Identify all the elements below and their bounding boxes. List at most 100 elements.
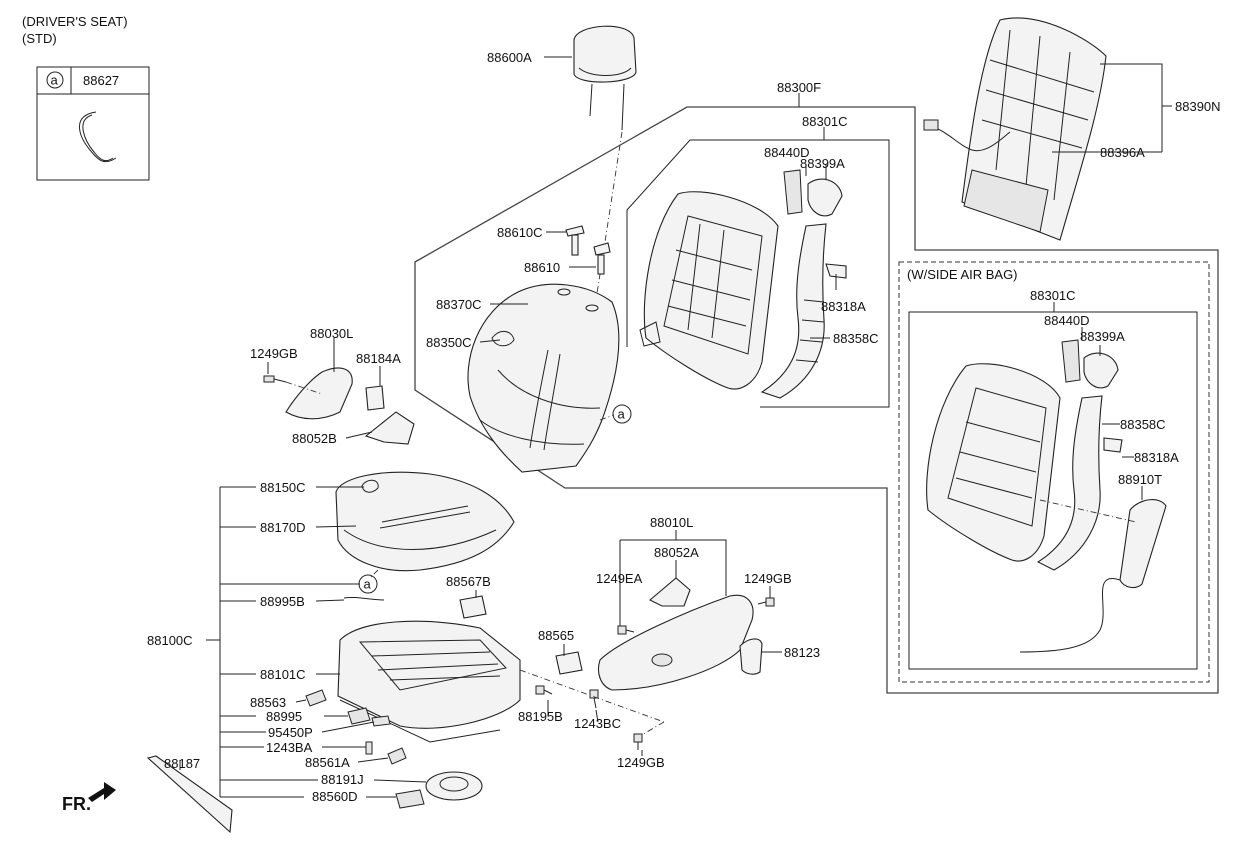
duct-88358c-std <box>760 223 827 399</box>
seat-back-frame-airbag <box>926 363 1061 562</box>
seat-back-cushion <box>467 283 620 473</box>
part-label: 88350C <box>426 335 472 350</box>
part-label: 88195B <box>518 709 563 724</box>
part-label: 88565 <box>538 628 574 643</box>
part-label: 88184A <box>356 351 401 366</box>
part-label: 1249GB <box>250 346 298 361</box>
part-label: 88563 <box>250 695 286 710</box>
callout-circle-a-back <box>612 404 632 424</box>
bracket-88318a-airbag <box>1103 437 1123 453</box>
callout-letter-cushion: a <box>364 577 372 592</box>
legend-part-number: 88627 <box>83 73 119 88</box>
connector-88560d <box>395 789 425 809</box>
part-label: 88318A <box>821 299 866 314</box>
part-label: 88390N <box>1175 99 1221 114</box>
bolt-1243bc <box>589 689 599 709</box>
seat-cushion-frame <box>337 620 521 743</box>
part-label: 1243BC <box>574 716 621 731</box>
part-label: 88300F <box>777 80 821 95</box>
trim-strip-88187 <box>146 755 233 834</box>
harness-88396a <box>923 119 1011 152</box>
actuator-88191j <box>425 771 483 801</box>
part-label: 88030L <box>310 326 353 341</box>
part-label: 88567B <box>446 574 491 589</box>
part-label: 88301C <box>1030 288 1076 303</box>
part-label: 88995B <box>260 594 305 609</box>
bracket-88052b <box>364 411 415 445</box>
label-tree-88100c <box>206 486 360 798</box>
airbag-frame-box <box>908 311 1198 670</box>
lumbar-bracket-88440d <box>783 169 803 215</box>
bolt-88195b <box>535 685 553 695</box>
header-std: (STD) <box>22 31 57 46</box>
duct-88358c-airbag <box>1036 395 1103 571</box>
seat-frame-box <box>626 139 890 408</box>
headrest-guide-88610 <box>593 242 611 275</box>
part-label: 88301C <box>802 114 848 129</box>
cover-88123 <box>739 638 763 675</box>
bracket-88565 <box>555 651 583 675</box>
part-label: 88052B <box>292 431 337 446</box>
side-shield-88010l <box>597 594 754 691</box>
bracket-88318a-std <box>825 263 847 279</box>
part-label: 88187 <box>164 756 200 771</box>
callout-letter-back: a <box>618 407 626 422</box>
bracket-88052a <box>649 577 691 607</box>
knob-88563 <box>305 689 327 707</box>
part-label: 88358C <box>833 331 879 346</box>
airbag-caption: (W/SIDE AIR BAG) <box>907 267 1018 282</box>
part-label: 88995 <box>266 709 302 724</box>
bolt-1243ba <box>365 741 373 755</box>
clip-wire-icon <box>79 111 117 163</box>
part-label: 88396A <box>1100 145 1145 160</box>
part-label: 88399A <box>800 156 845 171</box>
header-drivers-seat: (DRIVER'S SEAT) <box>22 14 128 29</box>
leader-lines <box>179 56 1172 798</box>
bolt-1249gb-right <box>757 597 775 607</box>
lumbar-unit-88399a <box>807 178 843 217</box>
lumbar-unit-88399a-airbag <box>1083 352 1119 389</box>
knob-88561a <box>387 747 407 765</box>
part-label: 88052A <box>654 545 699 560</box>
part-label: 1243BA <box>266 740 313 755</box>
part-label: 88600A <box>487 50 532 65</box>
part-label: 88370C <box>436 297 482 312</box>
part-label: 88191J <box>321 772 364 787</box>
bracket-88567b <box>459 595 487 619</box>
part-label: 88560D <box>312 789 358 804</box>
bolt-1249gb-bottom <box>633 733 643 750</box>
part-label: 88170D <box>260 520 306 535</box>
legend-box: a 88627 <box>36 66 150 181</box>
part-label: 88123 <box>784 645 820 660</box>
part-label: 88010L <box>650 515 693 530</box>
front-arrow-icon <box>88 782 116 802</box>
legend-circle-letter: a <box>51 73 59 88</box>
bolt-1249gb-left <box>263 375 287 383</box>
part-label: 88440D <box>1044 313 1090 328</box>
front-direction-label: FR. <box>62 794 91 814</box>
part-label: 88610C <box>497 225 543 240</box>
module-88995 <box>347 707 371 725</box>
bracket-88184a <box>365 385 385 411</box>
part-label: 88910T <box>1118 472 1162 487</box>
part-label: 88399A <box>1080 329 1125 344</box>
airbag-module-88910t <box>1019 499 1167 653</box>
part-label: 1249GB <box>617 755 665 770</box>
lumbar-bracket-88440d-airbag <box>1061 339 1081 383</box>
bolt-1249ea <box>617 625 635 635</box>
part-label: 88358C <box>1120 417 1166 432</box>
part-label: 88561A <box>305 755 350 770</box>
part-label: 1249EA <box>596 571 643 586</box>
part-label: 88610 <box>524 260 560 275</box>
part-label: 88318A <box>1134 450 1179 465</box>
part-label: 88100C <box>147 633 193 648</box>
sensor-88995b <box>343 596 385 601</box>
seat-cushion <box>335 471 515 572</box>
seat-back-frame-std <box>639 191 779 390</box>
seat-back-board <box>961 17 1107 241</box>
part-label: 88440D <box>764 145 810 160</box>
cover-88030l <box>285 367 353 420</box>
part-label: 88101C <box>260 667 306 682</box>
part-labels: 88600A 88300F 88301C 88440D 88399A 88390… <box>147 50 1221 804</box>
